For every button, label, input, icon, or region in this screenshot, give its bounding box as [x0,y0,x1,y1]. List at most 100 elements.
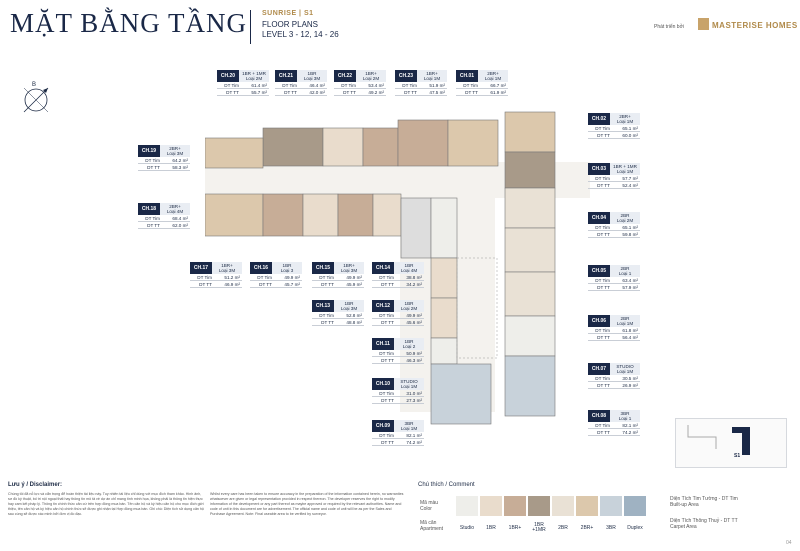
dt-tt-label: DT TT [284,89,297,95]
unit-code: CH.15 [312,262,334,274]
unit-layout: Loại 3M [166,151,184,156]
dt-tt-label: DT TT [321,281,334,287]
dt-tim-label: DT Tim [145,215,160,221]
dt-tim-label: DT Tim [595,125,610,131]
unit-type: 1BR+ [365,71,377,76]
unit-type: 1BR [307,71,317,76]
dt-tim-value: 49.9 m² [346,274,362,280]
dt-tim-value: 61.4 m² [251,82,267,88]
unit-code: CH.22 [334,70,356,82]
unit-layout: Loại 3M [340,306,358,311]
area-tt-note: Diện Tích Thông Thuỷ - DT TT Carpet Area [670,518,738,530]
dt-tim-label: DT Tim [379,350,394,356]
compass-icon: B [23,82,49,113]
unit-type: 2BR [620,316,630,321]
legend-apartment-label: Mã căn Apartment [420,520,444,532]
dt-tim-value: 51.9 m² [429,82,445,88]
header-divider [250,10,251,44]
dt-tt-value: 48.8 m² [346,319,362,325]
dt-tim-label: DT Tim [282,82,297,88]
dt-tt-value: 57.9 m² [622,284,638,290]
dt-tt-label: DT TT [597,132,610,138]
legend-label: 2BR+ [580,524,594,531]
dt-tt-value: 55.7 m² [251,89,267,95]
dt-tt-label: DT TT [381,357,394,363]
unit-type: 2BR+ [487,71,499,76]
legend-swatch [528,496,550,516]
unit-code: CH.06 [588,315,610,327]
dt-tim-value: 61.8 m² [622,327,638,333]
compass-label: B [32,82,36,88]
unit-layout: Loại 2 [402,344,416,349]
dt-tt-value: 45.7 m² [284,281,300,287]
legend-label: 1BR+ [508,524,522,531]
legend-swatch [624,496,646,516]
developer-name: MASTERISE HOMES [712,21,798,30]
dt-tt-label: DT TT [226,89,239,95]
dt-tim-value: 64.2 m² [172,157,188,163]
unit-type: 2BR+ [169,204,181,209]
unit-code: CH.16 [250,262,272,274]
dt-tim-value: 65.1 m² [622,224,638,230]
unit-type: 2BR [620,266,630,271]
dt-tt-label: DT TT [465,89,478,95]
dt-tim-label: DT Tim [595,224,610,230]
dt-tim-value: 66.7 m² [490,82,506,88]
dt-tim-label: DT Tim [341,82,356,88]
unit-layout: Loại 3M [340,268,358,273]
dt-tt-value: 60.0 m² [622,132,638,138]
unit-type: 1BR [404,339,414,344]
unit-code: CH.20 [217,70,239,82]
unit-code: CH.08 [588,410,610,422]
project-name: SUNRISE | S1 [262,10,314,17]
legend-label: 1BR [486,524,496,531]
unit-code: CH.23 [395,70,417,82]
dt-tt-label: DT TT [597,429,610,435]
dt-tim-value: 30.5 m² [622,375,638,381]
unit-code: CH.09 [372,420,394,432]
dt-tim-label: DT Tim [595,327,610,333]
page-number: 04 [786,540,792,546]
dt-tim-label: DT Tim [319,274,334,280]
dt-tim-label: DT Tim [595,375,610,381]
dt-tt-value: 26.9 m² [622,382,638,388]
dt-tt-label: DT TT [381,281,394,287]
dt-tim-value: 82.1 m² [622,422,638,428]
unit-code: CH.10 [372,378,394,390]
dt-tt-label: DT TT [199,281,212,287]
dt-tt-label: DT TT [597,182,610,188]
unit-code: CH.18 [138,203,160,215]
dt-tt-label: DT TT [147,222,160,228]
legend-heading: Chú thích / Comment [418,482,475,488]
unit-code: CH.05 [588,265,610,277]
dt-tt-label: DT TT [381,397,394,403]
dt-tim-label: DT Tim [197,274,212,280]
unit-code: CH.19 [138,145,160,157]
dt-tt-value: 47.5 m² [429,89,445,95]
dt-tt-label: DT TT [381,439,394,445]
unit-code: CH.01 [456,70,478,82]
unit-code: CH.17 [190,262,212,274]
dt-tim-value: 31.0 m² [406,390,422,396]
unit-layout: Loại 1 [618,271,632,276]
keymap-diagram [687,425,750,455]
floor-plan [205,111,590,425]
legend-label: 3BR [606,524,616,531]
legend-swatch [600,496,622,516]
dt-tim-value: 52.8 m² [346,312,362,318]
unit-layout: Loại 1M [400,384,418,389]
dt-tt-value: 27.3 m² [406,397,422,403]
dt-tim-value: 50.9 m² [406,350,422,356]
